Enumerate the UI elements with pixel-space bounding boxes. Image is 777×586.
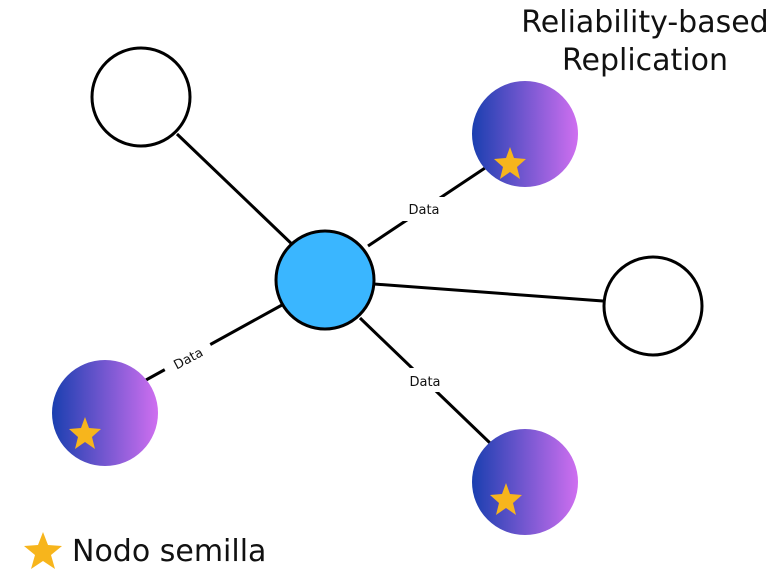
star-icon	[24, 532, 62, 569]
edge-right	[373, 282, 604, 303]
node-top-left	[90, 46, 192, 148]
seed-node-top-right	[472, 81, 578, 187]
edge-label-bottom: Data	[409, 375, 440, 390]
legend: Nodo semilla	[22, 530, 266, 572]
edge-label-bg	[159, 335, 217, 381]
star-icon	[490, 483, 522, 515]
center-node	[274, 229, 376, 331]
seed-node-bottom-left	[52, 360, 158, 466]
title-line-1: Reliability-based	[521, 5, 769, 40]
seed-node-bottom-right	[472, 429, 578, 535]
star-icon	[69, 417, 101, 449]
edge-label-top: Data	[408, 203, 439, 218]
node-right	[602, 255, 704, 357]
title-line-2: Replication	[561, 43, 728, 78]
edge-label-bg	[398, 368, 450, 392]
edge-top-left	[175, 132, 298, 250]
diagram-title: Reliability-based Replication	[500, 4, 777, 80]
legend-label: Nodo semilla	[72, 533, 267, 569]
edge-label-bg	[398, 197, 450, 221]
star-icon	[494, 147, 526, 179]
